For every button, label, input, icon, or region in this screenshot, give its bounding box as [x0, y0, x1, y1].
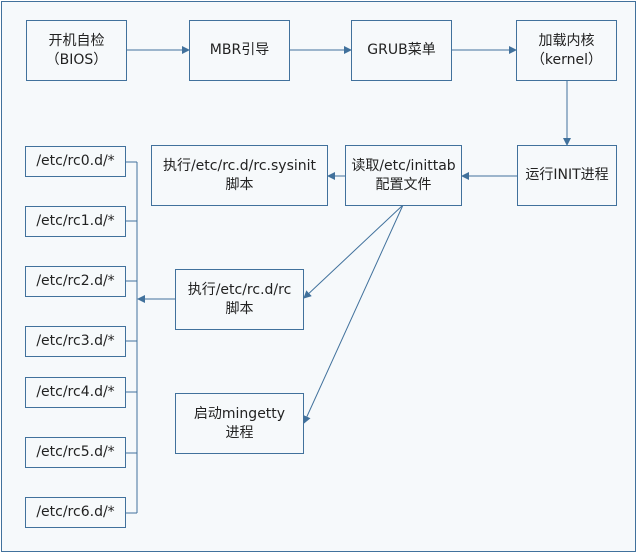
node-rc0: /etc/rc0.d/*: [25, 146, 126, 177]
node-init: 运行INIT进程: [517, 145, 617, 206]
node-rc: 执行/etc/rc.d/rc 脚本: [175, 269, 304, 330]
node-rc3-label: /etc/rc3.d/*: [36, 333, 115, 349]
node-grub-label: GRUB菜单: [367, 42, 436, 58]
node-inittab-label-2: 配置文件: [375, 176, 432, 193]
node-sysinit-label-1: 执行/etc/rc.d/rc.sysinit: [162, 157, 317, 174]
node-rc6-label: /etc/rc6.d/*: [36, 504, 115, 520]
node-grub: GRUB菜单: [351, 20, 452, 81]
node-rc-label-1: 执行/etc/rc.d/rc: [187, 281, 292, 298]
node-bios: 开机自检 （BIOS）: [26, 20, 127, 81]
node-inittab-label-1: 读取/etc/inittab: [351, 157, 456, 174]
node-mingetty-label-1: 启动mingetty: [193, 405, 286, 422]
node-rc2-label: /etc/rc2.d/*: [36, 273, 115, 289]
node-sysinit-label-2: 脚本: [225, 176, 254, 193]
node-rc4: /etc/rc4.d/*: [25, 377, 126, 408]
node-bios-label-1: 开机自检: [48, 32, 105, 49]
node-rc0-label: /etc/rc0.d/*: [36, 153, 115, 169]
node-mingetty: 启动mingetty 进程: [175, 393, 304, 454]
node-kernel-label-1: 加载内核: [538, 32, 595, 49]
node-sysinit: 执行/etc/rc.d/rc.sysinit 脚本: [151, 145, 328, 206]
node-mingetty-label-2: 进程: [225, 424, 254, 441]
node-kernel-label-2: （kernel）: [530, 51, 603, 68]
node-mbr-label: MBR引导: [209, 42, 270, 58]
arrow-inittab-to-mingetty: [303, 204, 404, 424]
node-bios-label-2: （BIOS）: [45, 51, 108, 68]
node-rc1: /etc/rc1.d/*: [25, 206, 126, 237]
node-kernel: 加载内核 （kernel）: [516, 20, 617, 81]
node-rc3: /etc/rc3.d/*: [25, 326, 126, 357]
node-inittab: 读取/etc/inittab 配置文件: [345, 145, 462, 206]
node-rc6: /etc/rc6.d/*: [25, 497, 126, 528]
node-init-label: 运行INIT进程: [525, 167, 609, 183]
node-rc1-label: /etc/rc1.d/*: [36, 213, 115, 229]
node-rc-label-2: 脚本: [225, 300, 254, 317]
arrow-inittab-to-rc: [303, 204, 404, 299]
node-rc5-label: /etc/rc5.d/*: [36, 444, 115, 460]
node-rc5: /etc/rc5.d/*: [25, 437, 126, 468]
node-rc4-label: /etc/rc4.d/*: [36, 384, 115, 400]
node-mbr: MBR引导: [189, 20, 290, 81]
node-rc2: /etc/rc2.d/*: [25, 266, 126, 297]
